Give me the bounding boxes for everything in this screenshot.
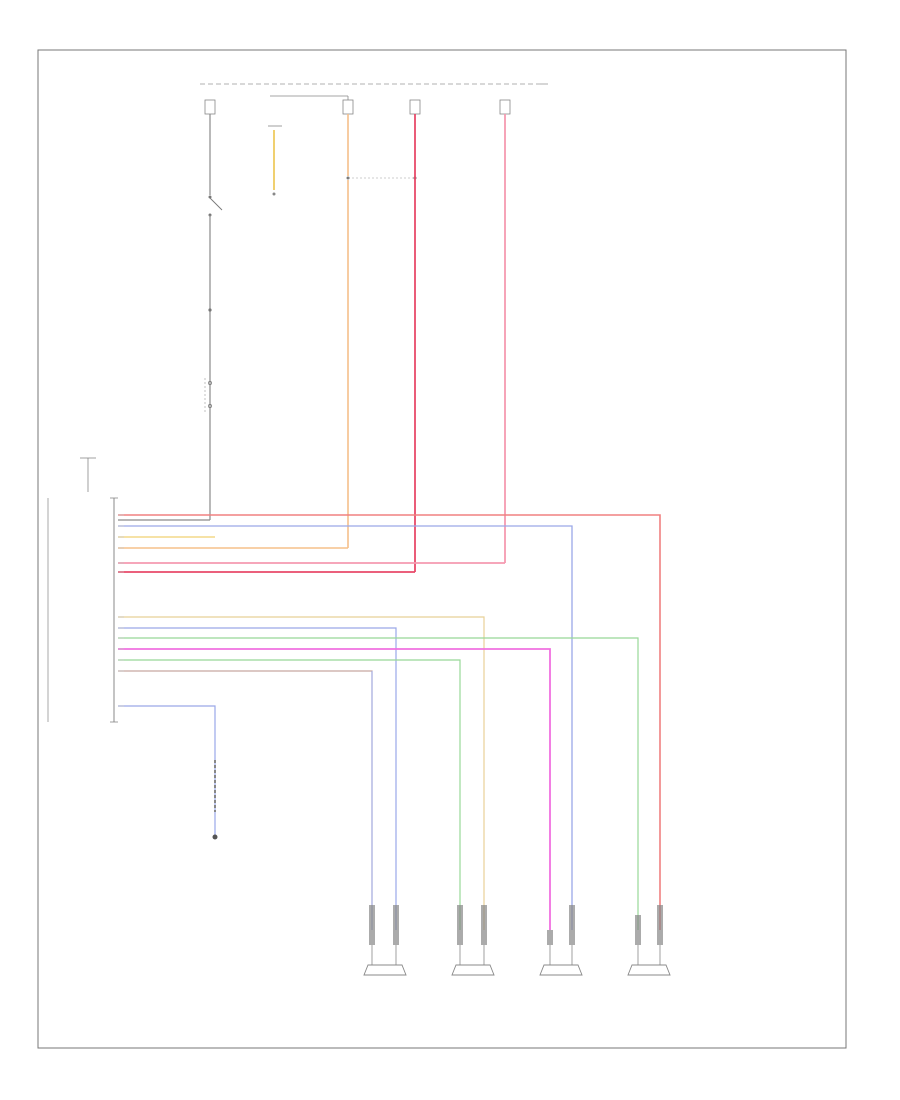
antenna (80, 457, 96, 492)
wire-blue-ground (118, 705, 216, 835)
ground-point (272, 192, 276, 196)
wire-green-speaker-lr (118, 659, 461, 930)
speaker-right-rear (539, 945, 583, 976)
fuse-2 (342, 99, 354, 115)
fuse-1 (204, 99, 216, 115)
splice-point (208, 308, 212, 312)
radio-pin-ticks (118, 514, 124, 707)
wire-tan-speaker-lr (118, 616, 485, 930)
fuse-3 (409, 99, 421, 115)
wire-magenta-speaker-rr (118, 648, 551, 930)
wire-red-speaker-lf (118, 514, 661, 930)
fuse-4 (499, 99, 511, 115)
speaker-right-front (363, 945, 407, 976)
wire-blue-speaker-rr (118, 525, 573, 930)
junction-connector (204, 378, 212, 412)
diagram-frame (37, 49, 847, 1049)
ground-terminal (212, 834, 218, 840)
radio-module (47, 497, 118, 723)
speaker-left-front (627, 945, 671, 976)
wire-blue-speaker-rf (118, 627, 397, 930)
wire-green-speaker-lf (118, 637, 639, 930)
wire-brown-speaker-rf (118, 670, 373, 930)
relay-switch (346, 176, 417, 212)
speaker-connectors (369, 905, 663, 945)
speaker-left-rear (451, 945, 495, 976)
headlamp-switch (208, 195, 223, 217)
